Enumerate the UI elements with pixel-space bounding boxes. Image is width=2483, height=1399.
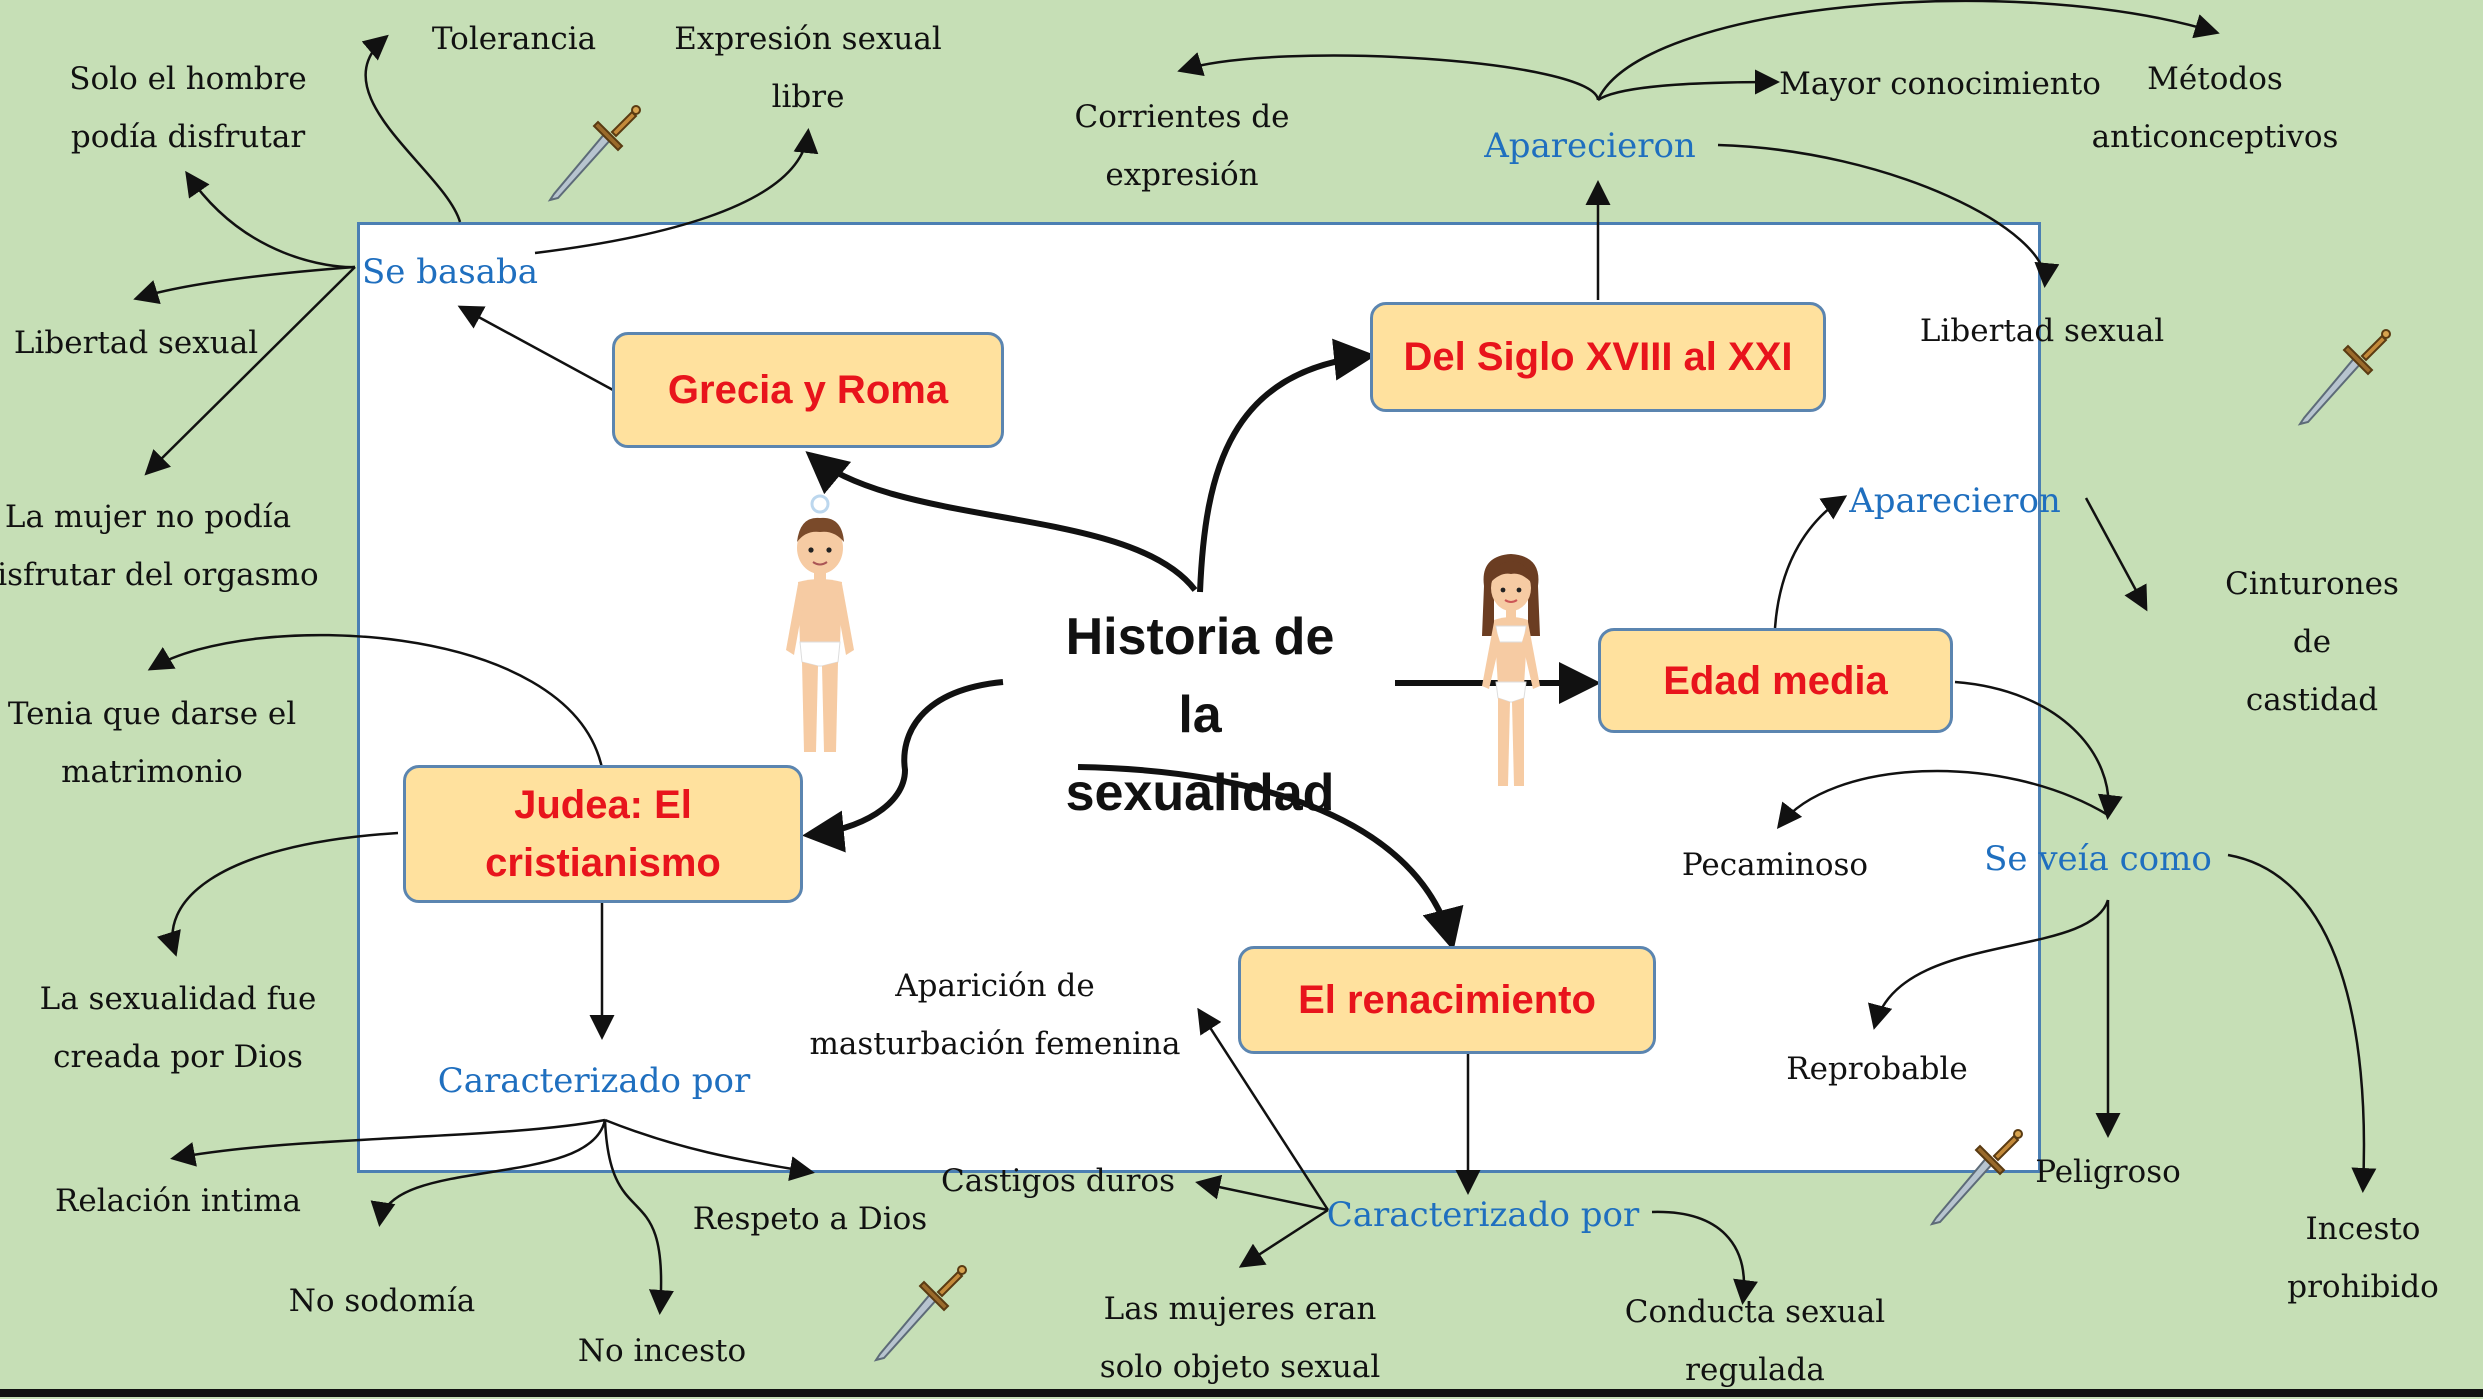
sword-icon [2297, 329, 2391, 426]
connector-caracterizado-judea: Caracterizado por [437, 1061, 751, 1101]
branch-renac [1077, 764, 1464, 951]
label-no-incesto: No incesto [577, 1333, 747, 1369]
label-conducta-regulada: Conducta sexual regulada [1624, 1294, 1886, 1388]
sword-icon [547, 105, 641, 202]
male-figure-icon [786, 494, 854, 752]
node-judea-cristianismo: Judea: El cristianismo [403, 765, 803, 903]
connector-aparecieron-top: Aparecieron [1484, 126, 1696, 166]
label-corrientes-expresion: Corrientes de expresión [1074, 99, 1290, 193]
label-relacion-intima: Relación intima [55, 1183, 301, 1219]
label-no-sodomia: No sodomía [288, 1283, 476, 1319]
label-cinturones-castidad: Cinturones de castidad [2225, 566, 2399, 718]
label-matrimonio: Tenia que darse el matrimonio [7, 696, 297, 790]
sword-icon [1929, 1129, 2023, 1226]
node-edad-media: Edad media [1598, 628, 1953, 733]
branch-judea [802, 679, 1004, 853]
label-mujer-orgasmo: La mujer no podía disfrutar del orgasmo [0, 499, 319, 593]
label-expresion-sexual: Expresión sexual libre [674, 21, 942, 115]
label-libertad-sexual-left: Libertad sexual [13, 325, 259, 361]
label-incesto-prohibido: Incesto prohibido [2287, 1211, 2439, 1305]
connector-caracterizado-renacimiento: Caracterizado por [1326, 1195, 1640, 1235]
label-reprobable: Reprobable [1786, 1051, 1968, 1087]
label-castigos-duros: Castigos duros [941, 1163, 1175, 1199]
label-libertad-sexual-right: Libertad sexual [1919, 313, 2165, 349]
central-title: Historia de la sexualidad [1065, 608, 1335, 822]
female-figure-icon [1482, 554, 1540, 786]
label-aparicion-masturbacion: Aparición de masturbación femenina [809, 968, 1181, 1062]
branch-siglo [1197, 338, 1376, 593]
node-renacimiento: El renacimiento [1238, 946, 1656, 1054]
node-siglo-xviii-xxi: Del Siglo XVIII al XXI [1370, 302, 1826, 412]
label-metodos-anticonceptivos: Métodos anticonceptivos [2091, 61, 2339, 155]
sword-icon [873, 1265, 967, 1362]
connector-aparecieron-mid: Aparecieron [1849, 481, 2061, 521]
connector-se-basaba: Se basaba [361, 252, 539, 292]
label-respeto-a-dios: Respeto a Dios [692, 1201, 928, 1237]
branch-grecia [805, 451, 1198, 592]
node-grecia-roma: Grecia y Roma [612, 332, 1004, 448]
label-mujeres-objeto: Las mujeres eran solo objeto sexual [1099, 1291, 1381, 1385]
label-peligroso: Peligroso [2035, 1154, 2181, 1190]
connector-se-veia-como: Se veía como [1984, 839, 2212, 879]
label-tolerancia: Tolerancia [431, 21, 597, 57]
label-mayor-conocimiento: Mayor conocimiento [1779, 66, 2101, 102]
label-creada-por-dios: La sexualidad fue creada por Dios [39, 981, 317, 1075]
label-pecaminoso: Pecaminoso [1681, 847, 1869, 883]
bottom-border [0, 1389, 2483, 1397]
label-solo-hombre: Solo el hombre podía disfrutar [69, 61, 307, 155]
